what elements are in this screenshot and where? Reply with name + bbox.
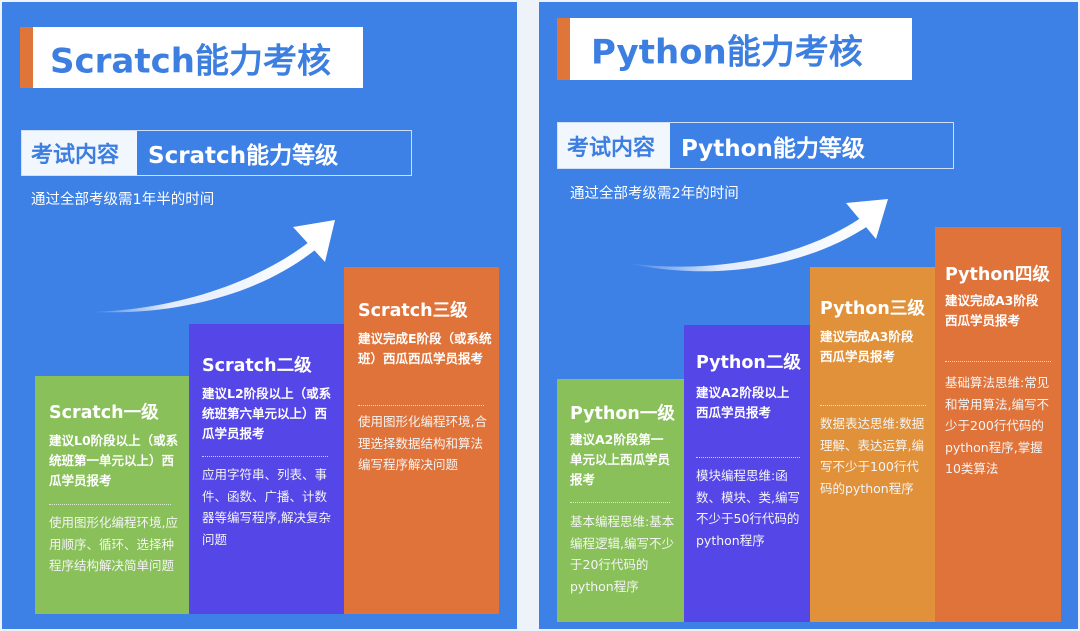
python-level-3-card: Python三级 建议完成A3阶段西瓜学员报考 数据表达思维:数据理解、表达运算… [810,267,937,622]
python-exam-content: 考试内容 Python能力等级 [557,122,954,169]
level-name: Scratch三级 [358,301,468,321]
level-name: Python三级 [820,299,925,319]
level-description: 基础算法思维:常见和常用算法,编写不少于200行代码的 python程序,掌握1… [945,375,1050,476]
level-description: 模块编程思维:函数、模块、类,编写不少于50行代码的 python程序 [696,468,800,548]
scratch-level-1-card: Scratch一级 建议L0阶段以上（或系统班第一单元以上）西瓜学员报考 使用图… [35,376,189,614]
divider [358,405,484,406]
scratch-exam-content: 考试内容 Scratch能力等级 [21,130,412,176]
divider [202,456,328,457]
python-panel: Python能力考核 考试内容 Python能力等级 通过全部考级需2年的时间 … [539,2,1078,629]
level-description: 使用图形化编程环境,应用顺序、循环、选择种程序结构解决简单问题 [49,515,178,573]
divider [945,361,1051,362]
level-requirement: 建议完成A3阶段西瓜学员报考 [820,329,914,364]
title-accent-bar [20,27,33,88]
upward-curved-arrow-icon [626,199,888,272]
scratch-level-2-card: Scratch二级 建议L2阶段以上（或系统班第六单元以上）西瓜学员报考 应用字… [189,324,346,614]
divider [49,504,171,505]
level-requirement: 建议完成E阶段（或系统班）西瓜西瓜学员报考 [358,331,492,366]
level-name: Python四级 [945,265,1050,285]
scratch-panel: Scratch能力考核 考试内容 Scratch能力等级 通过全部考级需1年半的… [2,2,517,629]
scratch-level-3-card: Scratch三级 建议完成E阶段（或系统班）西瓜西瓜学员报考 使用图形化编程环… [344,267,499,614]
python-title: Python能力考核 [591,32,863,73]
level-requirement: 建议A2阶段第一单元以上西瓜学员报考 [570,432,671,487]
level-requirement: 建议完成A3阶段西瓜学员报考 [945,293,1039,328]
upward-curved-arrow-icon [89,220,335,313]
divider [696,457,800,458]
divider [820,405,926,406]
level-description: 数据表达思维:数据理解、表达运算,编写不少于100行代码的python程序 [820,416,925,496]
level-name: Python二级 [696,353,801,373]
level-requirement: 建议L2阶段以上（或系统班第六单元以上）西瓜学员报考 [202,386,332,441]
python-level-4-card: Python四级 建议完成A3阶段西瓜学员报考 基础算法思维:常见和常用算法,编… [935,227,1061,622]
python-duration: 通过全部考级需2年的时间 [570,186,739,202]
scratch-duration: 通过全部考级需1年半的时间 [31,192,215,208]
level-description: 基本编程思维:基本编程逻辑,编写不少于20行代码的 python程序 [570,514,675,594]
scratch-title: Scratch能力考核 [50,41,331,81]
python-title-box: Python能力考核 [557,18,912,80]
exam-content-label: 考试内容 [558,123,670,168]
level-description: 使用图形化编程环境,合理选择数据结构和算法编写程序解决问题 [358,414,487,472]
python-level-1-card: Python一级 建议A2阶段第一单元以上西瓜学员报考 基本编程思维:基本编程逻… [557,379,684,622]
exam-content-value: Python能力等级 [681,135,865,162]
exam-content-label: 考试内容 [22,131,137,175]
level-requirement: 建议L0阶段以上（或系统班第一单元以上）西瓜学员报考 [49,433,179,488]
level-requirement: 建议A2阶段以上西瓜学员报考 [696,385,790,420]
level-name: Python一级 [570,404,675,424]
divider [570,502,670,503]
exam-content-value: Scratch能力等级 [148,143,339,169]
level-description: 应用字符串、列表、事件、函数、广播、计数器等编写程序,解决复杂问题 [202,467,331,547]
level-name: Scratch一级 [49,403,159,423]
title-accent-bar [557,18,570,80]
scratch-title-box: Scratch能力考核 [20,27,363,88]
level-name: Scratch二级 [202,356,312,376]
python-level-2-card: Python二级 建议A2阶段以上西瓜学员报考 模块编程思维:函数、模块、类,编… [684,325,810,622]
